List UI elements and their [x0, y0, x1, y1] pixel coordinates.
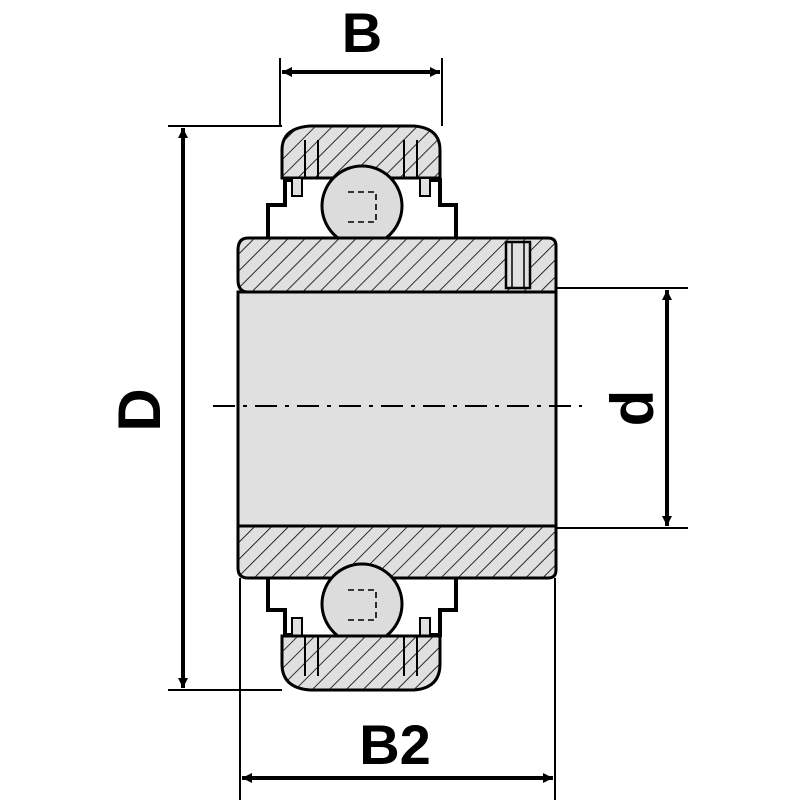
outer-ring-top	[280, 124, 442, 180]
dimension-b: B	[279, 1, 443, 126]
inner-ring-lower	[236, 524, 558, 580]
outer-ring-bottom	[280, 634, 442, 692]
label-d-bore: d	[599, 390, 666, 427]
inner-ring-upper	[236, 236, 558, 294]
seal-top-left	[266, 177, 303, 238]
label-b2: B2	[359, 713, 431, 776]
dimension-bore-diameter: d	[556, 287, 688, 529]
ball-bottom	[320, 562, 404, 646]
set-screw	[504, 240, 532, 290]
seal-top-right	[419, 177, 458, 238]
dimension-outer-diameter: D	[106, 125, 282, 691]
label-b: B	[342, 1, 382, 64]
ball-top	[320, 164, 404, 248]
label-d-outer: D	[106, 388, 173, 431]
dimension-b2: B2	[239, 578, 556, 800]
bore	[236, 290, 558, 528]
seal-bottom-right	[419, 578, 458, 637]
seal-bottom-left	[266, 578, 303, 637]
